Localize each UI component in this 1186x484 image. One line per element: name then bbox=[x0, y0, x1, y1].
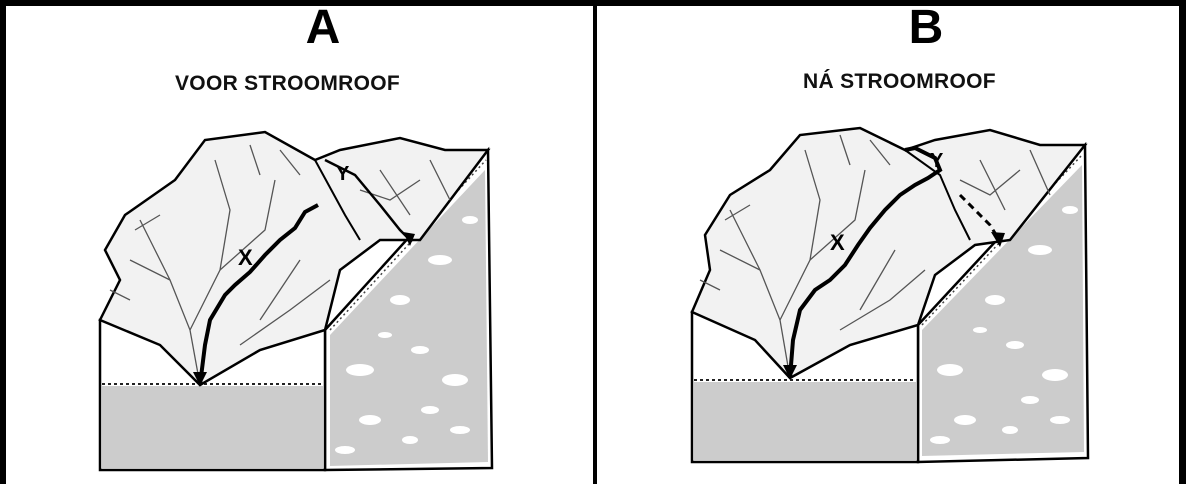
panel-b-front-rock bbox=[694, 382, 916, 460]
panel-b-label-x: X bbox=[830, 230, 845, 255]
panel-b-label-y: Y bbox=[930, 150, 944, 172]
